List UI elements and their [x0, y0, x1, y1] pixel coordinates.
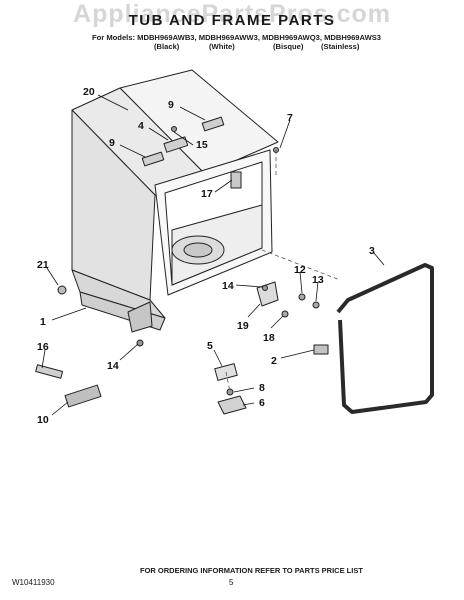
- callout-13: 13: [312, 274, 324, 286]
- finish-bisque: (Bisque): [273, 42, 304, 51]
- callout-21: 21: [37, 259, 49, 271]
- callout-3: 3: [369, 245, 375, 257]
- document-number: W10411930: [12, 578, 55, 587]
- screw-part-15: [171, 126, 177, 132]
- callout-9-top: 9: [168, 99, 174, 111]
- clip-part-9a: [201, 116, 225, 132]
- callout-17: 17: [201, 188, 213, 200]
- callout-12: 12: [294, 264, 306, 276]
- callout-5: 5: [207, 340, 213, 352]
- callout-10: 10: [37, 414, 49, 426]
- callout-2: 2: [271, 355, 277, 367]
- callout-1: 1: [40, 316, 46, 328]
- callout-16: 16: [37, 341, 49, 353]
- finish-stainless: (Stainless): [321, 42, 360, 51]
- strike-part-17: [230, 171, 242, 189]
- pad-part-10: [64, 384, 102, 408]
- screw-part-14a: [262, 285, 268, 291]
- clip-part-9b: [141, 151, 165, 167]
- watermark: AppliancePartsPros.com: [73, 0, 391, 28]
- ordering-note: FOR ORDERING INFORMATION REFER TO PARTS …: [140, 566, 363, 575]
- page-title: TUB AND FRAME PARTS: [128, 12, 336, 29]
- callout-7: 7: [287, 112, 293, 124]
- screw-part-18: [281, 310, 289, 318]
- nut-part-12: [298, 293, 306, 301]
- screw-part-14b: [136, 339, 144, 347]
- callout-8: 8: [259, 382, 265, 394]
- callout-9-left: 9: [109, 137, 115, 149]
- finish-white: (White): [209, 42, 235, 51]
- screw-part-13: [312, 301, 320, 309]
- spring-part-16: [35, 364, 64, 379]
- screw-part-8: [226, 388, 234, 396]
- bracket-part-6: [217, 395, 247, 415]
- hinge-bracket-part-19: [256, 281, 279, 307]
- callout-20: 20: [83, 86, 95, 98]
- clip-part-2: [313, 344, 329, 355]
- model-list: For Models: MDBH969AWB3, MDBH969AWW3, MD…: [92, 33, 382, 42]
- callout-4: 4: [138, 120, 144, 132]
- callout-19: 19: [237, 320, 249, 332]
- door-gasket-part-3: [336, 263, 434, 414]
- callout-15: 15: [196, 139, 208, 151]
- page-number: 5: [229, 578, 234, 587]
- bracket-part-4: [163, 136, 189, 153]
- foot-part-21: [57, 285, 67, 295]
- callout-14-left: 14: [107, 360, 119, 372]
- callout-6: 6: [259, 397, 265, 409]
- base-bracket-left: [127, 301, 153, 333]
- callout-18: 18: [263, 332, 275, 344]
- finish-black: (Black): [154, 42, 180, 51]
- callout-14-right: 14: [222, 280, 234, 292]
